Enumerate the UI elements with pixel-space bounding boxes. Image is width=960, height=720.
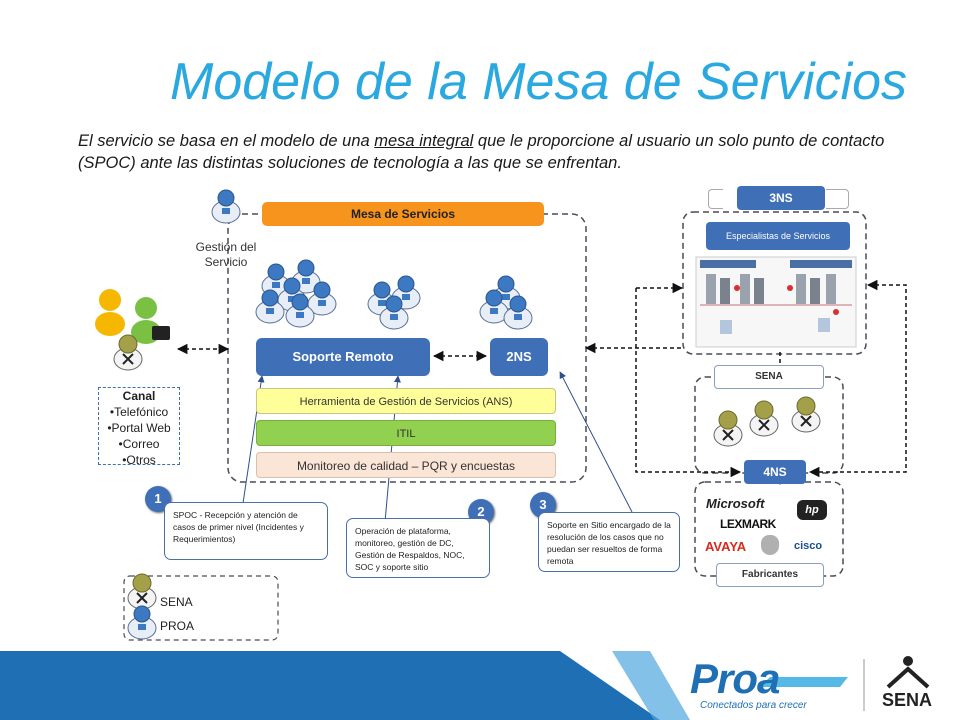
ns3-tab-left [708, 189, 723, 209]
footer-banner [0, 651, 960, 720]
arrow-to-4ns-left [635, 288, 742, 478]
brand-avaya: AVAYA [705, 539, 747, 554]
soporte-remoto-team-icon [255, 259, 337, 328]
ns3-box: 3NS [737, 186, 825, 210]
note-1: SPOC - Recepción y atención de casos de … [164, 502, 328, 560]
footer-proa-logo: Proa [690, 655, 780, 702]
legend-container [123, 575, 279, 641]
subtitle-part1: El servicio se basa en el modelo de una [78, 132, 375, 150]
canal-item: •Telefónico [109, 405, 169, 419]
soporte-remoto-box: Soporte Remoto [256, 338, 430, 376]
sena-label-box: SENA [714, 365, 824, 389]
fabricantes-label-box: Fabricantes [716, 563, 824, 587]
brand-cisco: cisco [794, 540, 823, 552]
sena-team-icon [713, 396, 821, 447]
subtitle-part2: que le proporcione al usuario un solo pu… [78, 132, 885, 172]
ns3-tab-right [826, 189, 849, 209]
herramienta-bar: Herramienta de Gestión de Servicios (ANS… [256, 388, 556, 414]
brand-lexmark: LEXMARK [720, 517, 776, 531]
canal-title: Canal [122, 389, 156, 403]
itil-bar: ITIL [256, 420, 556, 446]
arrow-3ns-4ns-right [808, 279, 907, 478]
monitoreo-bar: Monitoreo de calidad – PQR y encuestas [256, 452, 556, 478]
canal-item: •Otros [122, 453, 156, 467]
page-title: Modelo de la Mesa de Servicios [170, 53, 908, 111]
especialistas-box: Especialistas de Servicios [706, 222, 850, 250]
legend-proa-label: PROA [160, 619, 195, 633]
mesa-header: Mesa de Servicios [262, 202, 544, 226]
note-2: Operación de plataforma, monitoreo, gest… [346, 518, 490, 578]
page-subtitle: El servicio se basa en el modelo de una … [78, 130, 928, 174]
ns2-box: 2NS [490, 338, 548, 376]
brand-microsoft: Microsoft [706, 496, 765, 511]
ns2-team-icon [479, 275, 533, 330]
note-3: Soporte en Sitio encargado de la resoluc… [538, 512, 680, 572]
gestion-label: Gestión del Servicio [195, 240, 257, 269]
canal-item: •Correo [118, 437, 160, 451]
legend-sena-label: SENA [160, 595, 193, 609]
sena-logo-icon [903, 656, 913, 666]
subtitle-underlined: mesa integral [374, 132, 474, 150]
datacenter-diagram-icon [695, 256, 857, 348]
apple-logo-icon [761, 535, 779, 555]
legend-proa-icon [127, 605, 157, 640]
proa-swoosh-icon [760, 677, 848, 687]
ns1-team-icon [367, 275, 421, 330]
footer-tagline: Conectados para crecer [700, 700, 807, 711]
ns4-box: 4NS [744, 460, 806, 484]
legend-sena-icon [127, 573, 157, 610]
canal-box: Canal •Telefónico •Portal Web •Correo •O… [98, 387, 180, 467]
canal-item: •Portal Web [107, 421, 171, 435]
footer-sena-logo: SENA [882, 690, 933, 710]
users-icon [95, 289, 170, 371]
brand-hp: hp [797, 500, 827, 520]
pointer-note-3 [559, 371, 633, 513]
gestion-person-icon [211, 189, 241, 224]
